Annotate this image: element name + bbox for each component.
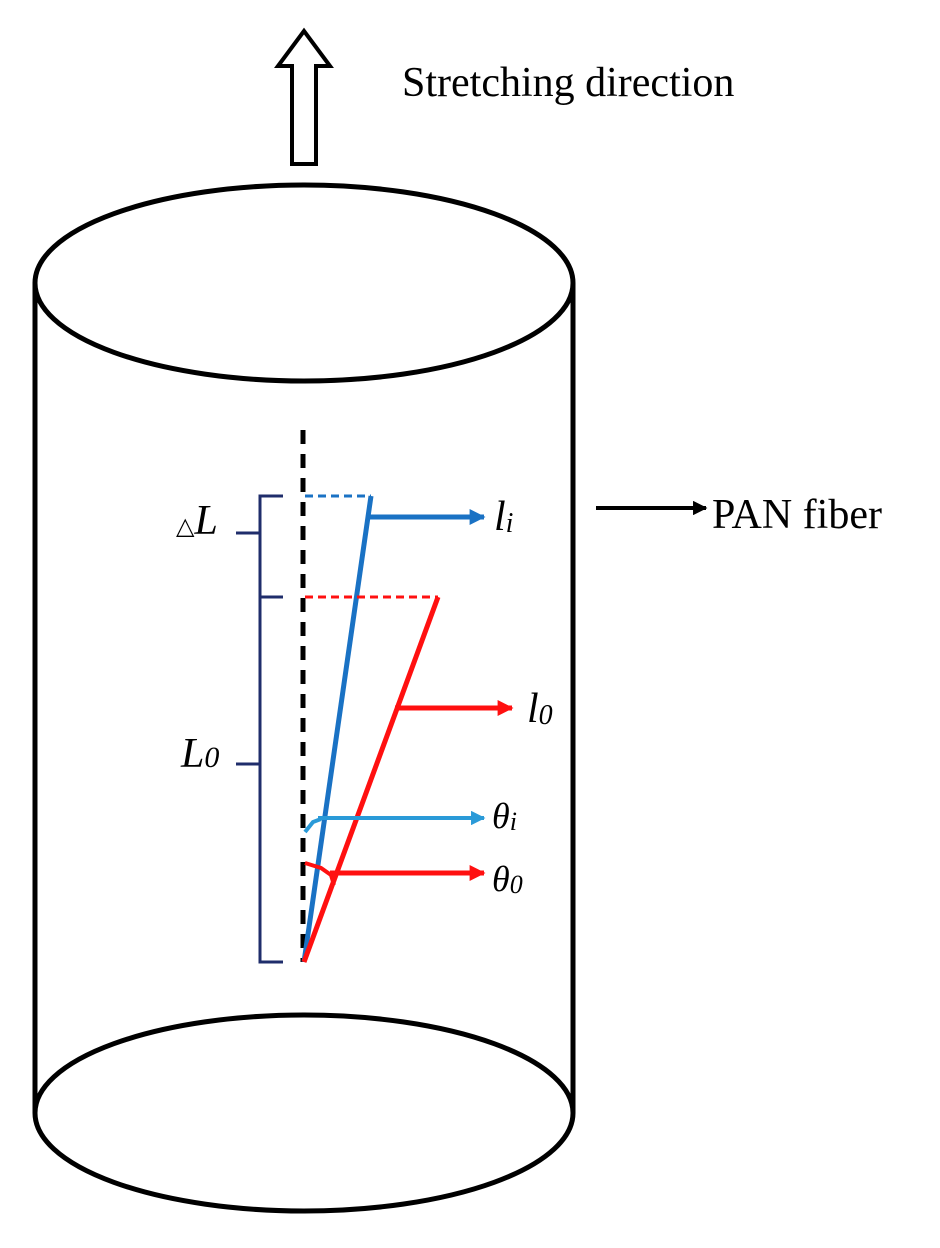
theta-0-letter: θ — [492, 859, 510, 899]
cylinder-bottom-ellipse — [32, 1012, 576, 1214]
fiber-cylinder — [32, 182, 576, 1214]
original-fiber-line — [301, 596, 441, 963]
delta-L-label: △L — [176, 498, 218, 544]
l0-label: l0 — [527, 686, 553, 732]
L0-bracket — [258, 597, 283, 964]
pan-fiber-label: PAN fiber — [712, 492, 882, 538]
L0-label: L0 — [180, 731, 219, 777]
li-subscript: i — [506, 508, 514, 539]
theta-i-letter: θ — [492, 796, 510, 836]
L0-letter: L — [180, 731, 204, 777]
li-letter: l — [494, 494, 506, 540]
l0-subscript: 0 — [539, 700, 553, 731]
theta-0-label: θ0 — [492, 859, 523, 899]
theta-0-subscript: 0 — [510, 870, 523, 899]
theta-i-subscript: i — [510, 807, 517, 836]
stretching-direction-arrow — [274, 27, 334, 166]
cylinder-top-ellipse — [32, 182, 576, 384]
delta-L-letter: L — [193, 498, 217, 544]
stretched-fiber-line — [301, 495, 374, 963]
L0-subscript: 0 — [204, 741, 219, 774]
length-brackets — [236, 494, 283, 964]
stretching-direction-label: Stretching direction — [402, 60, 734, 106]
l0-letter: l — [527, 686, 539, 732]
delta-L-bracket — [258, 494, 283, 599]
theta-i-angle-arc — [303, 817, 322, 834]
theta-0-angle-arc — [304, 861, 336, 886]
li-label: li — [494, 494, 513, 540]
theta-i-label: θi — [492, 796, 517, 836]
delta-symbol: △ — [176, 514, 195, 540]
